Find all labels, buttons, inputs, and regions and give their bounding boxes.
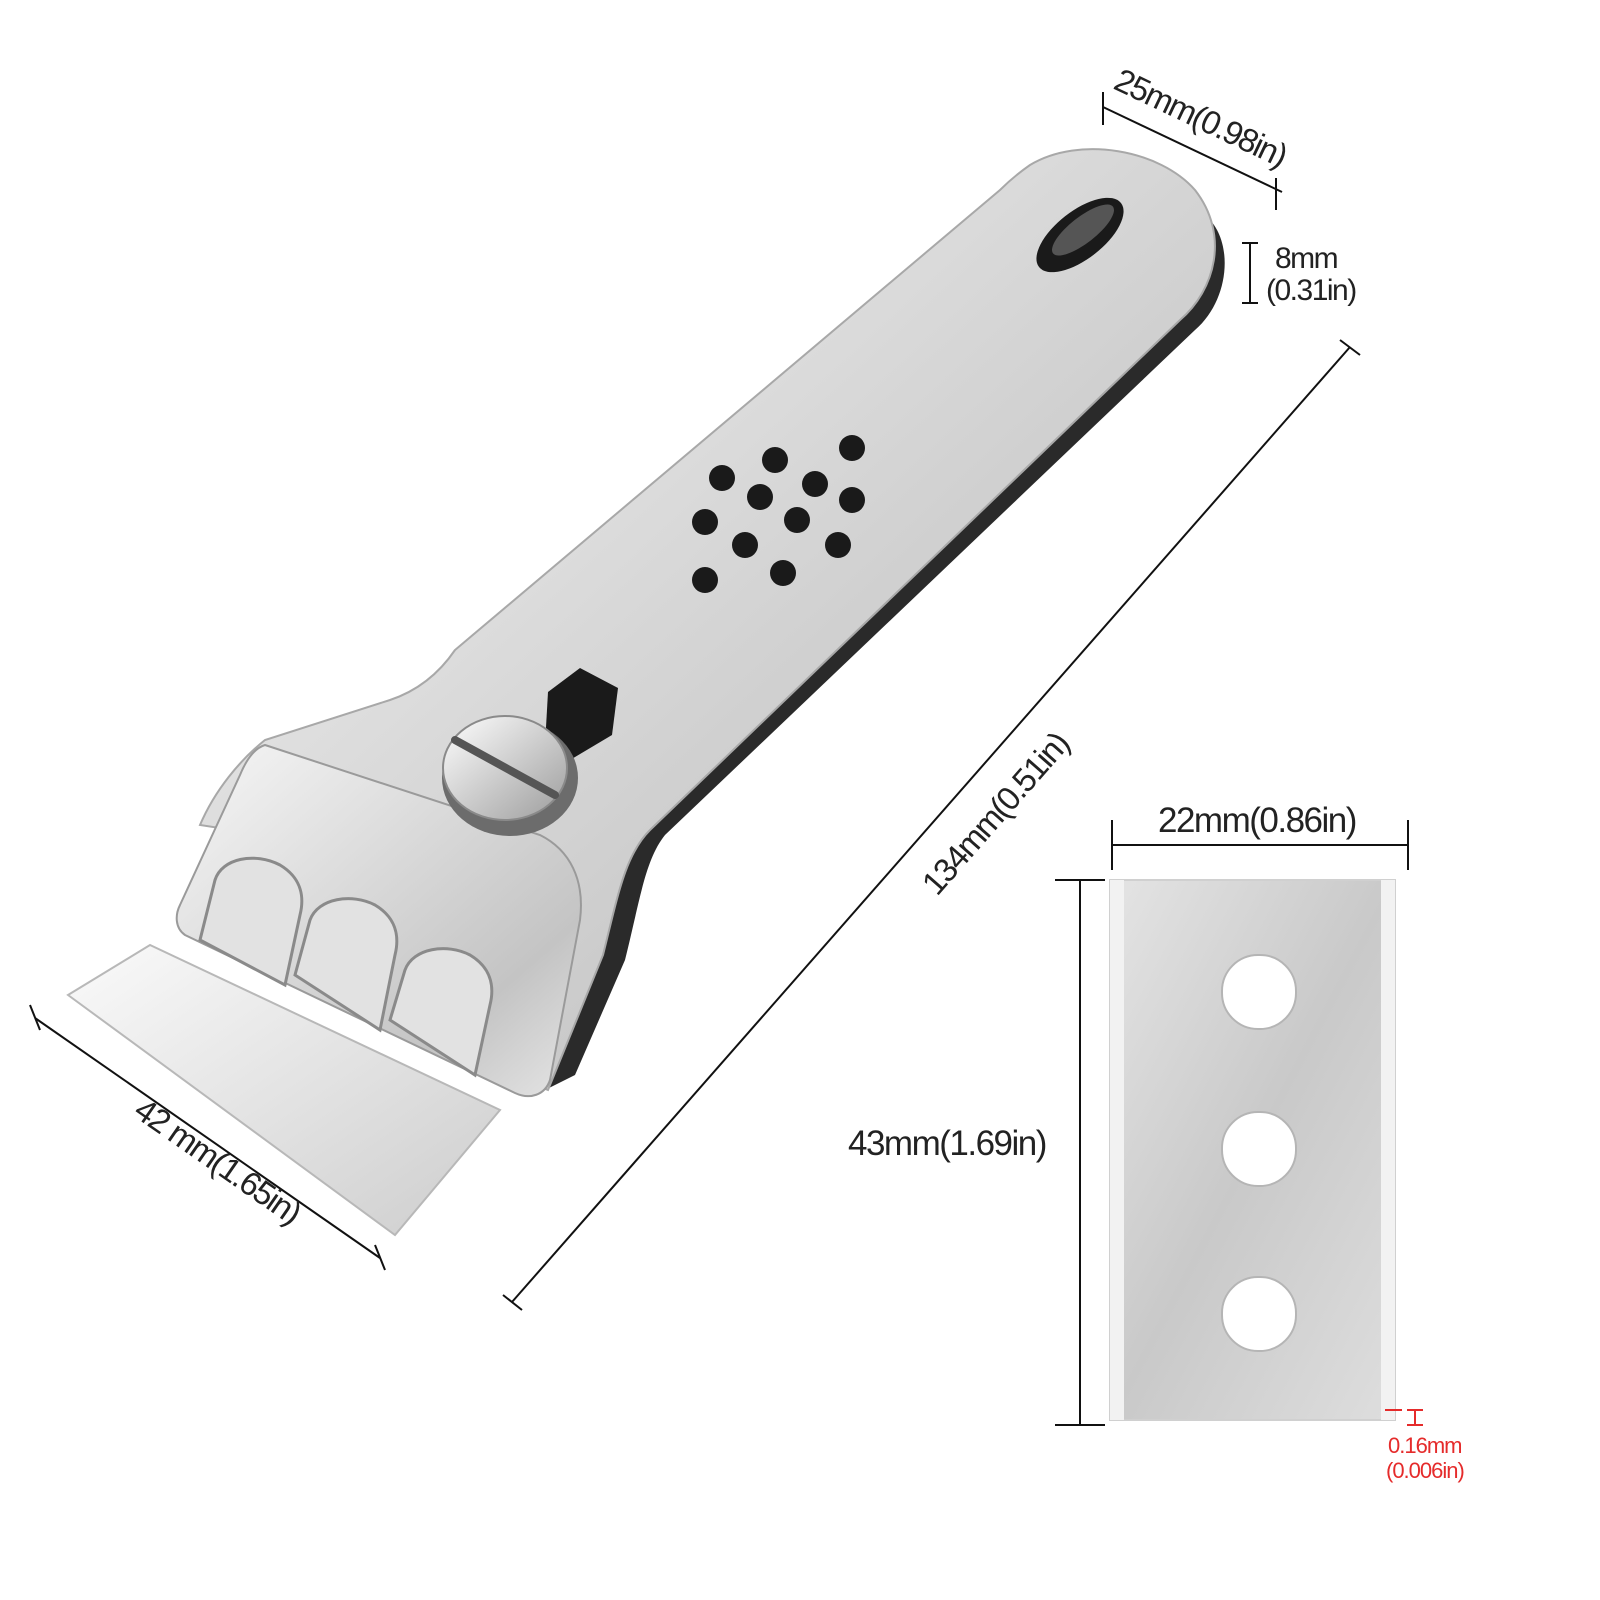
dimension-lines <box>29 92 1409 1426</box>
grip-dots <box>692 435 865 593</box>
adjust-slot <box>545 668 618 760</box>
label-hole-size-in: (0.31in) <box>1266 274 1356 307</box>
label-blade-thickness-mm: 0.16mm <box>1388 1433 1461 1458</box>
screw-knob <box>442 715 578 836</box>
label-blade-width: 22mm(0.86in) <box>1158 801 1356 840</box>
finger-grooves <box>198 856 494 1078</box>
hanging-hole <box>1036 197 1124 273</box>
label-blade-height: 43mm(1.69in) <box>848 1124 1046 1163</box>
blade-holes <box>1221 954 1297 1352</box>
scraper-blade-edge <box>66 943 502 1237</box>
scraper-tool <box>66 148 1225 1237</box>
thickness-marker <box>1385 1409 1423 1426</box>
label-blade-thickness-in: (0.006in) <box>1386 1458 1464 1483</box>
spare-blade <box>1109 879 1396 1421</box>
label-hole-size-mm: 8mm <box>1275 242 1338 275</box>
